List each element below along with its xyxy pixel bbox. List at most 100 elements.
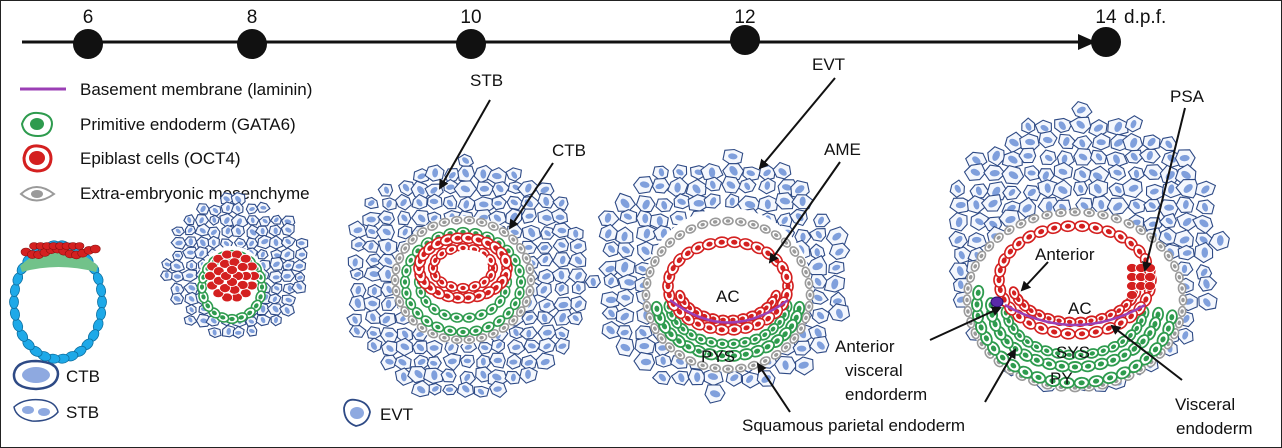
epiblast-cell: [221, 249, 234, 260]
cell-nucleus: [249, 229, 257, 236]
parietal-endoderm-cell-nucleus: [1152, 346, 1159, 353]
cell-nucleus: [1095, 153, 1103, 161]
cell-nucleus: [621, 294, 631, 301]
cell-nucleus: [416, 331, 424, 338]
cell-nucleus: [970, 168, 981, 176]
cell-nucleus: [1113, 169, 1122, 176]
mesenchyme-cell-nucleus: [528, 266, 532, 272]
parietal-endoderm-cell-nucleus: [983, 335, 989, 342]
label-pys: PYS: [701, 347, 735, 366]
cell-nucleus: [235, 196, 242, 203]
endoderm-cell-nucleus: [1097, 361, 1105, 367]
cell-nucleus: [1008, 188, 1016, 196]
cell-nucleus: [573, 243, 583, 250]
cell-nucleus: [481, 345, 489, 351]
mesenchyme-cell-nucleus: [968, 275, 973, 280]
epiblast-cell-nucleus: [1038, 229, 1045, 235]
cell-nucleus: [1058, 121, 1066, 131]
mesenchyme-cell-nucleus: [700, 222, 705, 227]
cell-nucleus: [283, 273, 291, 279]
mesenchyme-cell-nucleus: [1058, 210, 1064, 215]
cell-nucleus: [273, 261, 280, 268]
endoderm-cell-nucleus: [485, 324, 491, 330]
endoderm-cell-nucleus: [752, 336, 758, 342]
epiblast-cell-nucleus: [773, 308, 780, 315]
endoderm-cell-nucleus: [680, 326, 686, 332]
label-ave-line1: Anterior: [835, 337, 895, 356]
epiblast-cell-nucleus: [695, 245, 701, 251]
cell-nucleus: [236, 218, 243, 226]
endoderm-cell-nucleus: [1004, 338, 1010, 345]
visceral-endoderm-cell-nucleus: [1066, 352, 1072, 357]
mesenchyme-cell-nucleus: [668, 345, 673, 350]
epiblast-cell-nucleus: [444, 293, 451, 299]
epiblast-cell-nucleus: [784, 273, 790, 280]
mesenchyme-cell-nucleus: [725, 367, 731, 371]
timeline-dot-6: [73, 29, 103, 59]
epiblast-cell-nucleus: [465, 235, 472, 241]
endoderm-cell-nucleus: [669, 312, 674, 318]
cell-nucleus: [430, 360, 438, 366]
cell-nucleus: [796, 345, 807, 352]
cell-nucleus: [814, 328, 822, 338]
parietal-endoderm-cell-nucleus: [782, 331, 788, 338]
stage-8-embryo: [159, 191, 309, 339]
cell-nucleus: [225, 227, 231, 235]
cell-nucleus: [272, 275, 280, 280]
cell-nucleus: [384, 331, 394, 338]
cell-nucleus: [812, 262, 823, 271]
visceral-endoderm-cell-nucleus: [1110, 344, 1117, 350]
cell-nucleus: [1179, 154, 1190, 162]
cell-nucleus: [606, 325, 615, 335]
cell-nucleus: [223, 241, 230, 247]
cell-nucleus: [175, 285, 180, 293]
cell-nucleus: [524, 359, 534, 366]
cell-nucleus: [384, 257, 393, 265]
cell-nucleus: [1181, 170, 1191, 180]
cell-nucleus: [709, 197, 717, 206]
cell-nucleus: [273, 316, 279, 324]
cell-nucleus: [274, 286, 280, 291]
cell-nucleus: [430, 215, 438, 221]
cell-nucleus: [988, 199, 998, 208]
epiblast-cell: [90, 244, 101, 254]
parietal-endoderm-cell-nucleus: [1107, 375, 1114, 381]
cell-nucleus: [726, 181, 736, 189]
epiblast-cell-nucleus: [731, 327, 738, 333]
cell-nucleus: [639, 181, 650, 188]
cell-nucleus: [185, 273, 194, 279]
epiblast-cell-nucleus: [676, 308, 683, 315]
mesenchyme-cell-nucleus: [1177, 320, 1182, 325]
cell-nucleus: [189, 307, 194, 313]
epiblast-cell-nucleus: [1038, 325, 1045, 331]
cell-nucleus: [543, 343, 551, 350]
timeline-day-8: 8: [247, 7, 258, 28]
endoderm-cell-nucleus: [478, 312, 484, 317]
cell-nucleus: [398, 358, 407, 366]
cell-nucleus: [1130, 119, 1137, 129]
cell-nucleus: [1130, 137, 1138, 148]
cell-nucleus: [297, 275, 303, 280]
epiblast-cell-nucleus: [1016, 313, 1022, 320]
cell-nucleus: [658, 345, 667, 351]
cell-nucleus: [693, 200, 705, 207]
label-psa: PSA: [1170, 87, 1205, 106]
cell-nucleus: [1076, 120, 1085, 129]
cell-nucleus: [464, 373, 471, 382]
cell-nucleus: [400, 372, 407, 382]
cell-nucleus: [1098, 199, 1105, 210]
cell-nucleus: [1146, 150, 1153, 161]
mesenchyme-cell-nucleus: [763, 359, 768, 363]
endoderm-cell-nucleus: [513, 257, 518, 263]
arrow-ave: [929, 306, 1002, 341]
cell-nucleus: [187, 227, 193, 233]
epiblast-cell-nucleus: [1066, 319, 1073, 324]
cell-nucleus: [955, 217, 963, 228]
cell-nucleus: [605, 265, 615, 273]
cell-nucleus: [1027, 188, 1036, 197]
cell-nucleus: [816, 311, 825, 320]
cell-nucleus: [608, 309, 615, 318]
cell-nucleus: [1040, 124, 1049, 132]
cell-nucleus: [416, 386, 426, 394]
endoderm-cell-nucleus: [1147, 330, 1153, 337]
